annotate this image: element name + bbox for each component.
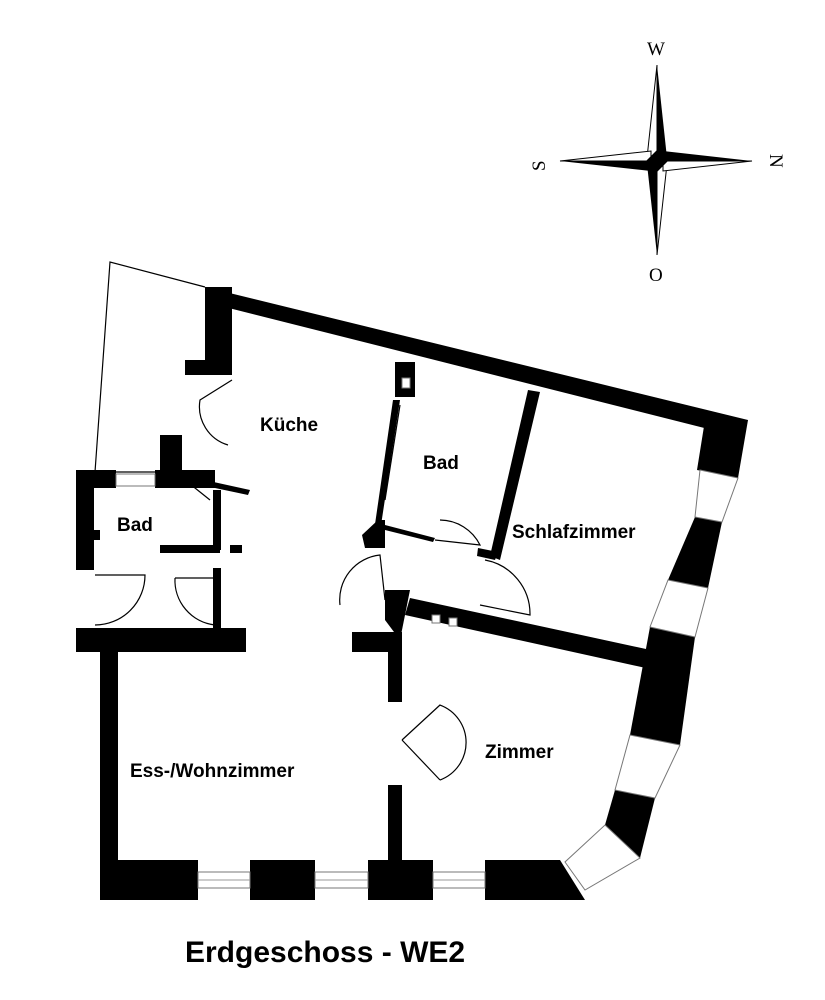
compass-north-label: N (765, 154, 786, 168)
windows (115, 469, 739, 891)
compass-south-label: S (529, 160, 550, 171)
room-label-living: Ess-/Wohnzimmer (130, 761, 295, 782)
interior-walls (168, 362, 660, 865)
exterior-walls (76, 287, 748, 900)
room-label-bedroom: Schlafzimmer (512, 522, 636, 543)
compass-east-label: O (649, 265, 663, 286)
compass-west-label: W (647, 39, 665, 60)
room-label-room: Zimmer (485, 742, 554, 763)
room-label-kitchen: Küche (260, 415, 318, 436)
door-swings (92, 379, 531, 781)
room-label-bath-upper: Bad (423, 453, 459, 474)
floor-title: Erdgeschoss - WE2 (185, 936, 465, 969)
compass-rose: W O N S (529, 39, 786, 286)
room-label-bath-left: Bad (117, 515, 153, 536)
